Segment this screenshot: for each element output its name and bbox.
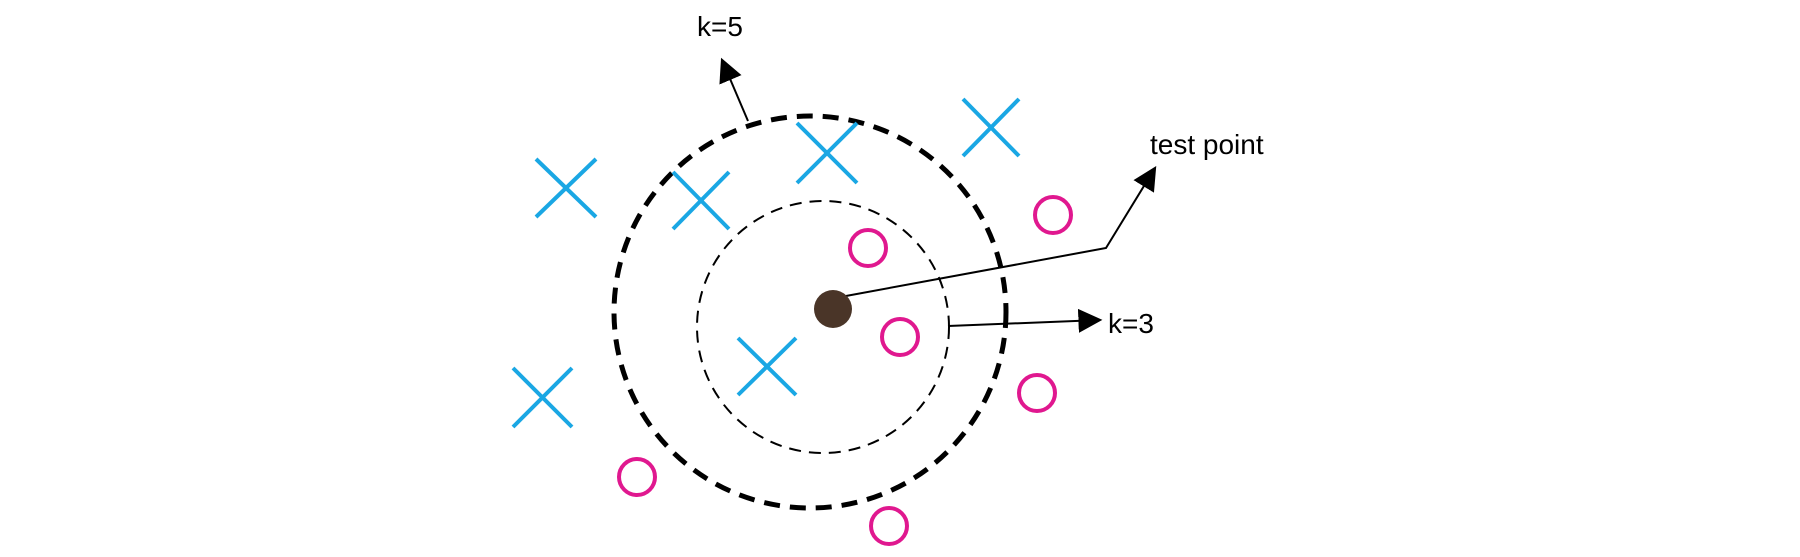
test-point-label: test point <box>1150 129 1264 160</box>
cross-icon <box>671 170 731 231</box>
test-point-arrow <box>834 165 1157 299</box>
circle-icon <box>880 317 920 357</box>
class-o-points <box>617 195 1073 546</box>
circle-icon <box>1017 373 1057 413</box>
circle-icon <box>869 506 909 546</box>
circle-icon <box>848 228 888 268</box>
k5-neighborhood-circle <box>611 113 1009 511</box>
circle-icon <box>1033 195 1073 235</box>
cross-icon <box>961 97 1021 158</box>
k3-neighborhood-circle <box>696 200 950 454</box>
test-point-dot <box>814 290 852 328</box>
k5-arrow <box>719 57 749 122</box>
k3-label: k=3 <box>1108 308 1154 339</box>
cross-icon <box>736 336 798 397</box>
cross-icon <box>511 366 574 429</box>
class-x-points <box>511 97 1021 429</box>
cross-icon <box>534 157 598 219</box>
k5-label: k=5 <box>697 11 743 42</box>
k3-arrow <box>947 308 1103 333</box>
circle-icon <box>617 457 657 497</box>
cross-icon <box>795 121 859 185</box>
